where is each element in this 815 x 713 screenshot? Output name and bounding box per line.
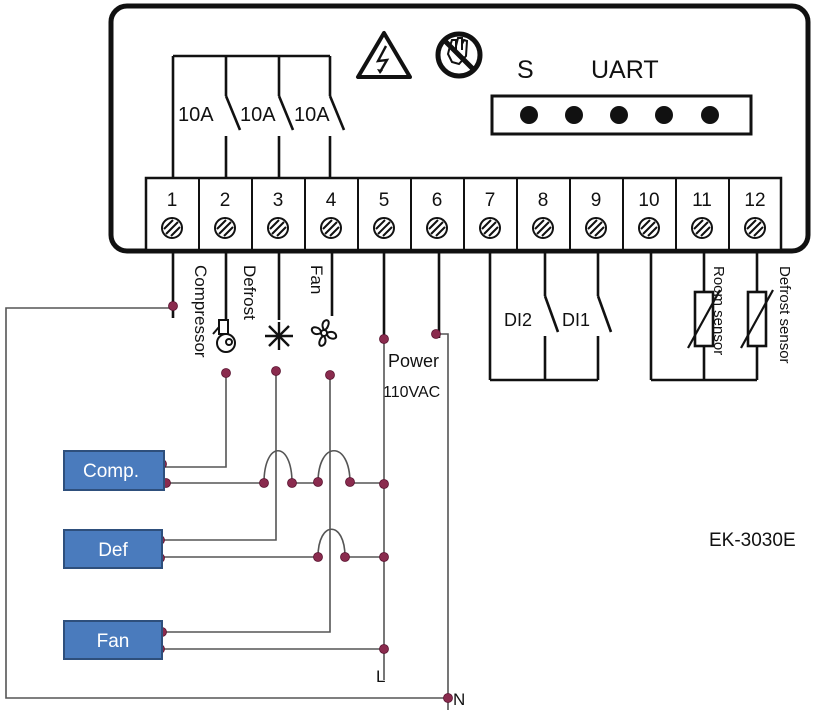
digital-inputs <box>488 252 613 382</box>
model-label: EK-3030E <box>709 530 796 551</box>
power-voltage-label: 110VAC <box>383 384 440 401</box>
terminal-number-2: 2 <box>220 190 231 211</box>
terminal-number-11: 11 <box>692 190 712 211</box>
terminal-number-4: 4 <box>326 190 337 211</box>
terminal-number-3: 3 <box>273 190 284 211</box>
uart-label: UART <box>591 56 659 84</box>
terminal-numbers: 1 2 3 4 5 6 7 8 9 10 11 12 <box>167 190 766 211</box>
sensor-circuits <box>649 252 759 382</box>
room-sensor-icon <box>687 289 721 349</box>
load-label-fan: Fan <box>97 631 130 652</box>
terminal-number-9: 9 <box>591 190 602 211</box>
di2-label: DI2 <box>504 310 532 330</box>
terminal-number-6: 6 <box>432 190 443 211</box>
s-label: S <box>517 56 534 84</box>
terminal-number-12: 12 <box>744 190 765 211</box>
defrost-label: Defrost <box>240 265 259 320</box>
terminal-number-8: 8 <box>538 190 549 211</box>
relay-contacts <box>171 54 346 178</box>
do-not-touch-icon <box>435 31 483 79</box>
terminal-number-5: 5 <box>379 190 390 211</box>
fan-icon <box>310 319 338 347</box>
uart-connector <box>490 94 753 136</box>
relay-rating-2: 10A <box>240 104 276 126</box>
high-voltage-warning-icon <box>356 31 412 79</box>
compressor-icon <box>212 319 236 353</box>
load-box-def: Def <box>63 529 163 569</box>
load-label-def: Def <box>98 540 128 561</box>
defrost-sensor-label: Defrost sensor <box>776 266 793 364</box>
terminal-block <box>144 176 783 252</box>
terminal-number-10: 10 <box>638 190 659 211</box>
relay-rating-1: 10A <box>178 104 214 126</box>
output-leads <box>171 252 441 338</box>
line-l-label: L <box>376 667 385 686</box>
fan-label: Fan <box>307 265 326 294</box>
load-box-fan: Fan <box>63 620 163 660</box>
terminal-number-1: 1 <box>167 190 178 211</box>
di1-label: DI1 <box>562 310 590 330</box>
line-n-label: N <box>453 690 465 709</box>
compressor-label: Compressor <box>191 265 210 358</box>
load-label-comp: Comp. <box>83 461 139 482</box>
room-sensor-label: Room sensor <box>710 266 727 355</box>
terminal-screws <box>161 217 766 239</box>
external-wiring <box>5 307 449 710</box>
power-label: Power <box>388 351 439 371</box>
defrost-sensor-icon <box>740 289 774 349</box>
relay-rating-3: 10A <box>294 104 330 126</box>
terminal-number-7: 7 <box>485 190 496 211</box>
load-box-comp: Comp. <box>63 450 165 491</box>
snowflake-icon <box>265 322 293 350</box>
